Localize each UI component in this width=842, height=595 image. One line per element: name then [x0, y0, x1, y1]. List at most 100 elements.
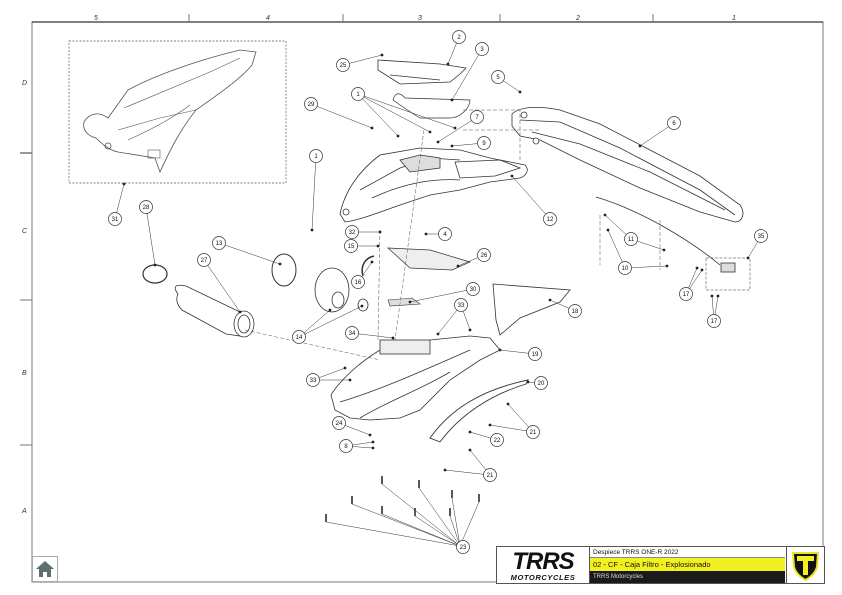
fastener-marker	[746, 256, 750, 260]
callout-33: 33	[436, 298, 472, 336]
callout-30: 30	[408, 282, 480, 304]
fastener-marker	[408, 300, 412, 304]
fastener-marker	[638, 144, 642, 148]
fastener-marker	[510, 174, 514, 178]
part-26-plate	[387, 247, 472, 271]
fastener-marker	[371, 446, 375, 450]
callout-26: 26	[456, 248, 491, 268]
callout-bubble	[543, 212, 557, 226]
callout-bubble	[456, 540, 470, 554]
row-zone-b: B	[22, 370, 27, 377]
callout-bubble	[309, 149, 323, 163]
callout-bubble	[568, 304, 582, 318]
callout-bubble	[679, 287, 693, 301]
callout-1: 1	[309, 149, 323, 232]
callout-bubble	[332, 416, 346, 430]
callout-bubble	[754, 229, 768, 243]
callout-bubble	[452, 30, 466, 44]
svg-text:MOTORCYCLES: MOTORCYCLES	[511, 573, 576, 582]
callout-21: 21	[443, 448, 497, 482]
fastener-marker	[396, 134, 400, 138]
callout-10: 10	[606, 228, 669, 275]
callout-bubble	[483, 468, 497, 482]
fastener-marker	[716, 294, 720, 298]
fastener-marker	[498, 348, 502, 352]
callout-31: 31	[108, 182, 126, 226]
fastener-marker	[450, 144, 454, 148]
fastener-marker	[348, 378, 352, 382]
sheet-frame	[20, 14, 824, 583]
fastener-marker	[606, 228, 610, 232]
callout-20: 20	[526, 376, 548, 390]
row-zone-c: C	[22, 228, 28, 235]
home-icon	[36, 561, 54, 577]
callout-bubble	[351, 87, 365, 101]
callout-32: 32	[345, 225, 382, 239]
callout-label: 24	[336, 421, 343, 427]
fastener-marker	[436, 140, 440, 144]
trrs-shield-logo	[786, 547, 824, 583]
callout-label: 34	[349, 331, 356, 337]
fastener-marker	[506, 402, 510, 406]
fastener-marker	[700, 268, 704, 272]
callout-bubble	[667, 116, 681, 130]
callout-8: 8	[339, 439, 375, 453]
callout-bubble	[534, 376, 548, 390]
fastener-marker	[153, 263, 157, 267]
callout-label: 9	[482, 141, 486, 147]
part-27-filter	[174, 284, 255, 338]
part-35-harness	[595, 196, 751, 291]
callout-label: 16	[355, 280, 362, 286]
callout-label: 17	[683, 292, 690, 298]
callout-label: 17	[711, 319, 718, 325]
callout-21: 21	[488, 402, 540, 439]
callout-27: 27	[197, 253, 242, 314]
callout-34: 34	[345, 326, 395, 340]
callout-bubble	[345, 326, 359, 340]
fastener-marker	[710, 294, 714, 298]
part-2-cover	[377, 59, 467, 85]
fastener-marker	[343, 366, 347, 370]
leader-line	[444, 469, 491, 476]
leader-line	[203, 259, 241, 313]
callout-label: 35	[758, 234, 765, 240]
callout-label: 33	[458, 303, 465, 309]
callout-17: 17	[679, 266, 704, 301]
callout-label: 28	[143, 205, 150, 211]
column-zone-2: 2	[576, 15, 580, 22]
airbox-upper-cover	[339, 147, 528, 223]
column-zone-4: 4	[266, 15, 270, 22]
callout-label: 30	[470, 287, 477, 293]
callout-label: 15	[348, 244, 355, 250]
callout-label: 26	[481, 253, 488, 259]
callout-label: 1	[356, 92, 360, 98]
callout-label: 22	[494, 438, 501, 444]
callout-label: 13	[216, 241, 223, 247]
callout-25: 25	[336, 53, 384, 72]
svg-text:TRRS: TRRS	[512, 548, 574, 575]
callout-bubble	[336, 58, 350, 72]
fastener-marker	[446, 62, 450, 66]
leader-line	[624, 265, 668, 269]
leader-line	[451, 48, 483, 101]
callout-bubble	[528, 347, 542, 361]
callout-22: 22	[468, 430, 504, 447]
callout-label: 23	[460, 545, 467, 551]
callout-6: 6	[638, 116, 681, 148]
callout-28: 28	[139, 200, 157, 267]
leader-line	[357, 93, 431, 133]
callout-7: 7	[436, 110, 484, 144]
callout-15: 15	[344, 239, 380, 253]
leader-line	[310, 103, 373, 129]
fastener-marker	[603, 213, 607, 217]
callout-24: 24	[332, 416, 372, 437]
home-button[interactable]	[32, 556, 58, 582]
callout-label: 32	[349, 230, 356, 236]
row-zone-d: D	[22, 80, 28, 87]
callout-bubble	[351, 275, 365, 289]
fastener-marker	[453, 126, 457, 130]
assembly-axes	[244, 109, 661, 361]
fastener-marker	[548, 298, 552, 302]
fastener-marker	[518, 90, 522, 94]
